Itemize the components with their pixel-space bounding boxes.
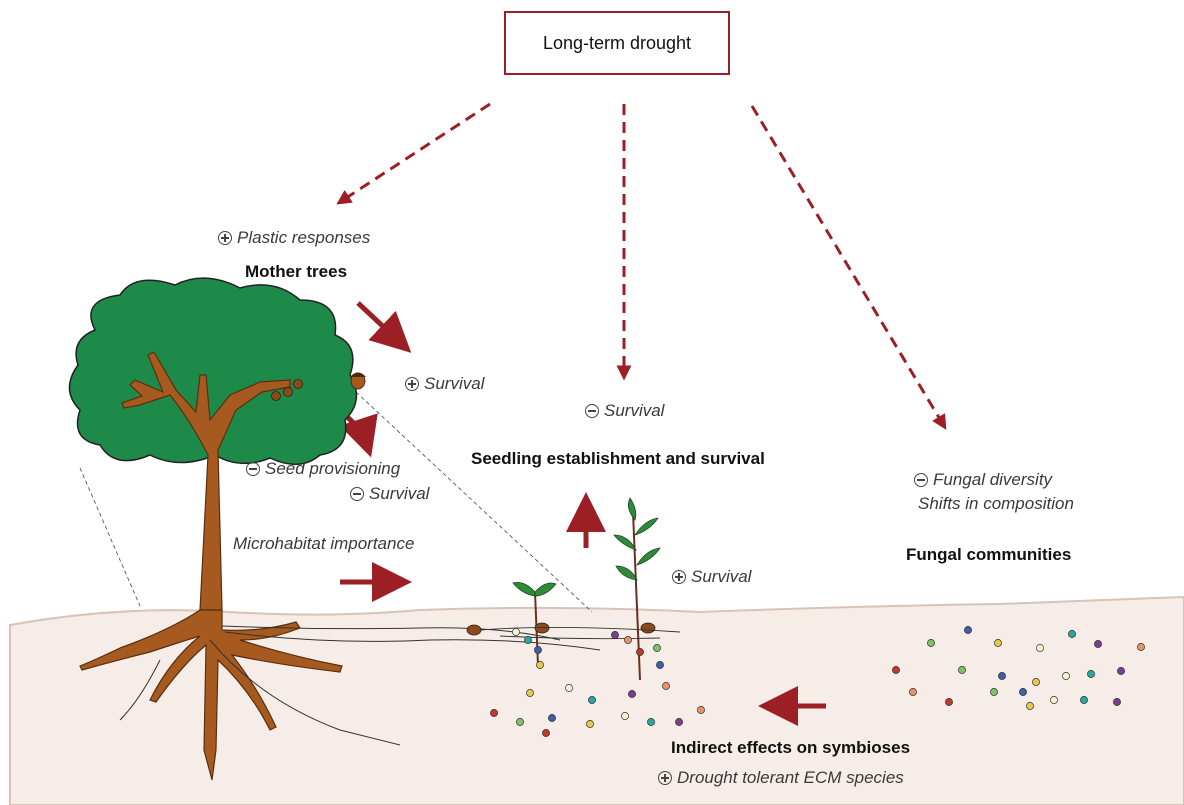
fungal-dot <box>697 706 705 714</box>
fungal-dot <box>656 661 664 669</box>
fungal-dot <box>945 698 953 706</box>
fungal-dot <box>534 646 542 654</box>
guide-line-acorn-drop <box>355 391 593 613</box>
arrow-mother-to-survival <box>356 301 412 353</box>
fungal-dot <box>621 712 629 720</box>
fungal-dot <box>548 714 556 722</box>
fungal-dot <box>1137 643 1145 651</box>
fungal-dot <box>512 628 520 636</box>
plus-sign-icon <box>405 377 419 391</box>
fungal-dot <box>1117 667 1125 675</box>
fungal-dot <box>536 661 544 669</box>
falling-acorn-icon <box>350 372 366 390</box>
minus-sign-icon <box>350 487 364 501</box>
fungal-dot <box>636 648 644 656</box>
fungal-dot <box>1050 696 1058 704</box>
seed-survival-minus-label: Survival <box>350 484 429 504</box>
fungal-dots <box>490 626 1145 737</box>
fungal-dot <box>628 690 636 698</box>
fungal-dot <box>662 682 670 690</box>
indirect-effects-title: Indirect effects on symbioses <box>671 738 911 757</box>
fungal-dot <box>998 672 1006 680</box>
fungal-dot <box>1026 702 1034 710</box>
fungal-dot <box>1094 640 1102 648</box>
plus-sign-icon <box>672 570 686 584</box>
fungal-dot <box>927 639 935 647</box>
seed-provisioning-label: Seed provisioning <box>246 459 400 479</box>
survival-plus-label: Survival <box>405 374 484 394</box>
plastic-responses-label: Plastic responses <box>218 228 370 248</box>
fungal-dot <box>994 639 1002 647</box>
seedling-roots <box>479 626 681 640</box>
fungal-dot <box>1068 630 1076 638</box>
fungal-dot <box>1036 644 1044 652</box>
fungal-dot <box>892 666 900 674</box>
fungal-dot <box>524 636 532 644</box>
fungal-dot <box>1087 670 1095 678</box>
long-term-drought-box: Long-term drought <box>504 11 730 75</box>
fungal-dot <box>1032 678 1040 686</box>
fungal-dot <box>611 631 619 639</box>
shifts-in-composition-label: Shifts in composition <box>918 494 1074 513</box>
seedling-establishment-title: Seedling establishment and survival <box>471 449 765 468</box>
fungal-dot <box>1080 696 1088 704</box>
dashed-arrow-to-fungi <box>750 105 947 430</box>
drought-label: Long-term drought <box>542 32 692 53</box>
acorn-on-ground <box>466 624 482 636</box>
fungal-dot <box>653 644 661 652</box>
fungal-dot <box>624 636 632 644</box>
ecm-species-label: Drought tolerant ECM species <box>658 768 904 788</box>
mother-trees-title: Mother trees <box>245 262 348 281</box>
fungal-diversity-label: Fungal diversity <box>914 470 1052 490</box>
mother-tree-canopy <box>68 277 358 465</box>
fungal-dot <box>990 688 998 696</box>
dashed-arrow-to-mother-trees <box>336 102 491 205</box>
seedling-small <box>512 582 557 666</box>
fungal-dot <box>588 696 596 704</box>
acorns-on-branch <box>271 379 303 401</box>
fungal-dot <box>1113 698 1121 706</box>
fungal-dot <box>647 718 655 726</box>
fungal-dot <box>516 718 524 726</box>
fungal-dot <box>565 684 573 692</box>
seedling-survival-minus-label: Survival <box>585 401 664 421</box>
minus-sign-icon <box>914 473 928 487</box>
fungal-dot <box>958 666 966 674</box>
fungal-dot <box>542 729 550 737</box>
plus-sign-icon <box>658 771 672 785</box>
mother-tree-trunk <box>79 351 343 781</box>
fungal-dot <box>1019 688 1027 696</box>
fungal-dot <box>490 709 498 717</box>
fungal-dot <box>586 720 594 728</box>
plus-sign-icon <box>218 231 232 245</box>
fungal-dot <box>1062 672 1070 680</box>
fungal-dot <box>675 718 683 726</box>
fungal-communities-title: Fungal communities <box>906 545 1072 564</box>
fungal-dot <box>909 688 917 696</box>
fungal-dot <box>526 689 534 697</box>
minus-sign-icon <box>246 462 260 476</box>
guide-line-canopy-left <box>79 467 141 607</box>
fungal-dot <box>964 626 972 634</box>
seedling-survival-plus-label: Survival <box>672 567 751 587</box>
minus-sign-icon <box>585 404 599 418</box>
microhabitat-importance-label: Microhabitat importance <box>233 534 415 553</box>
